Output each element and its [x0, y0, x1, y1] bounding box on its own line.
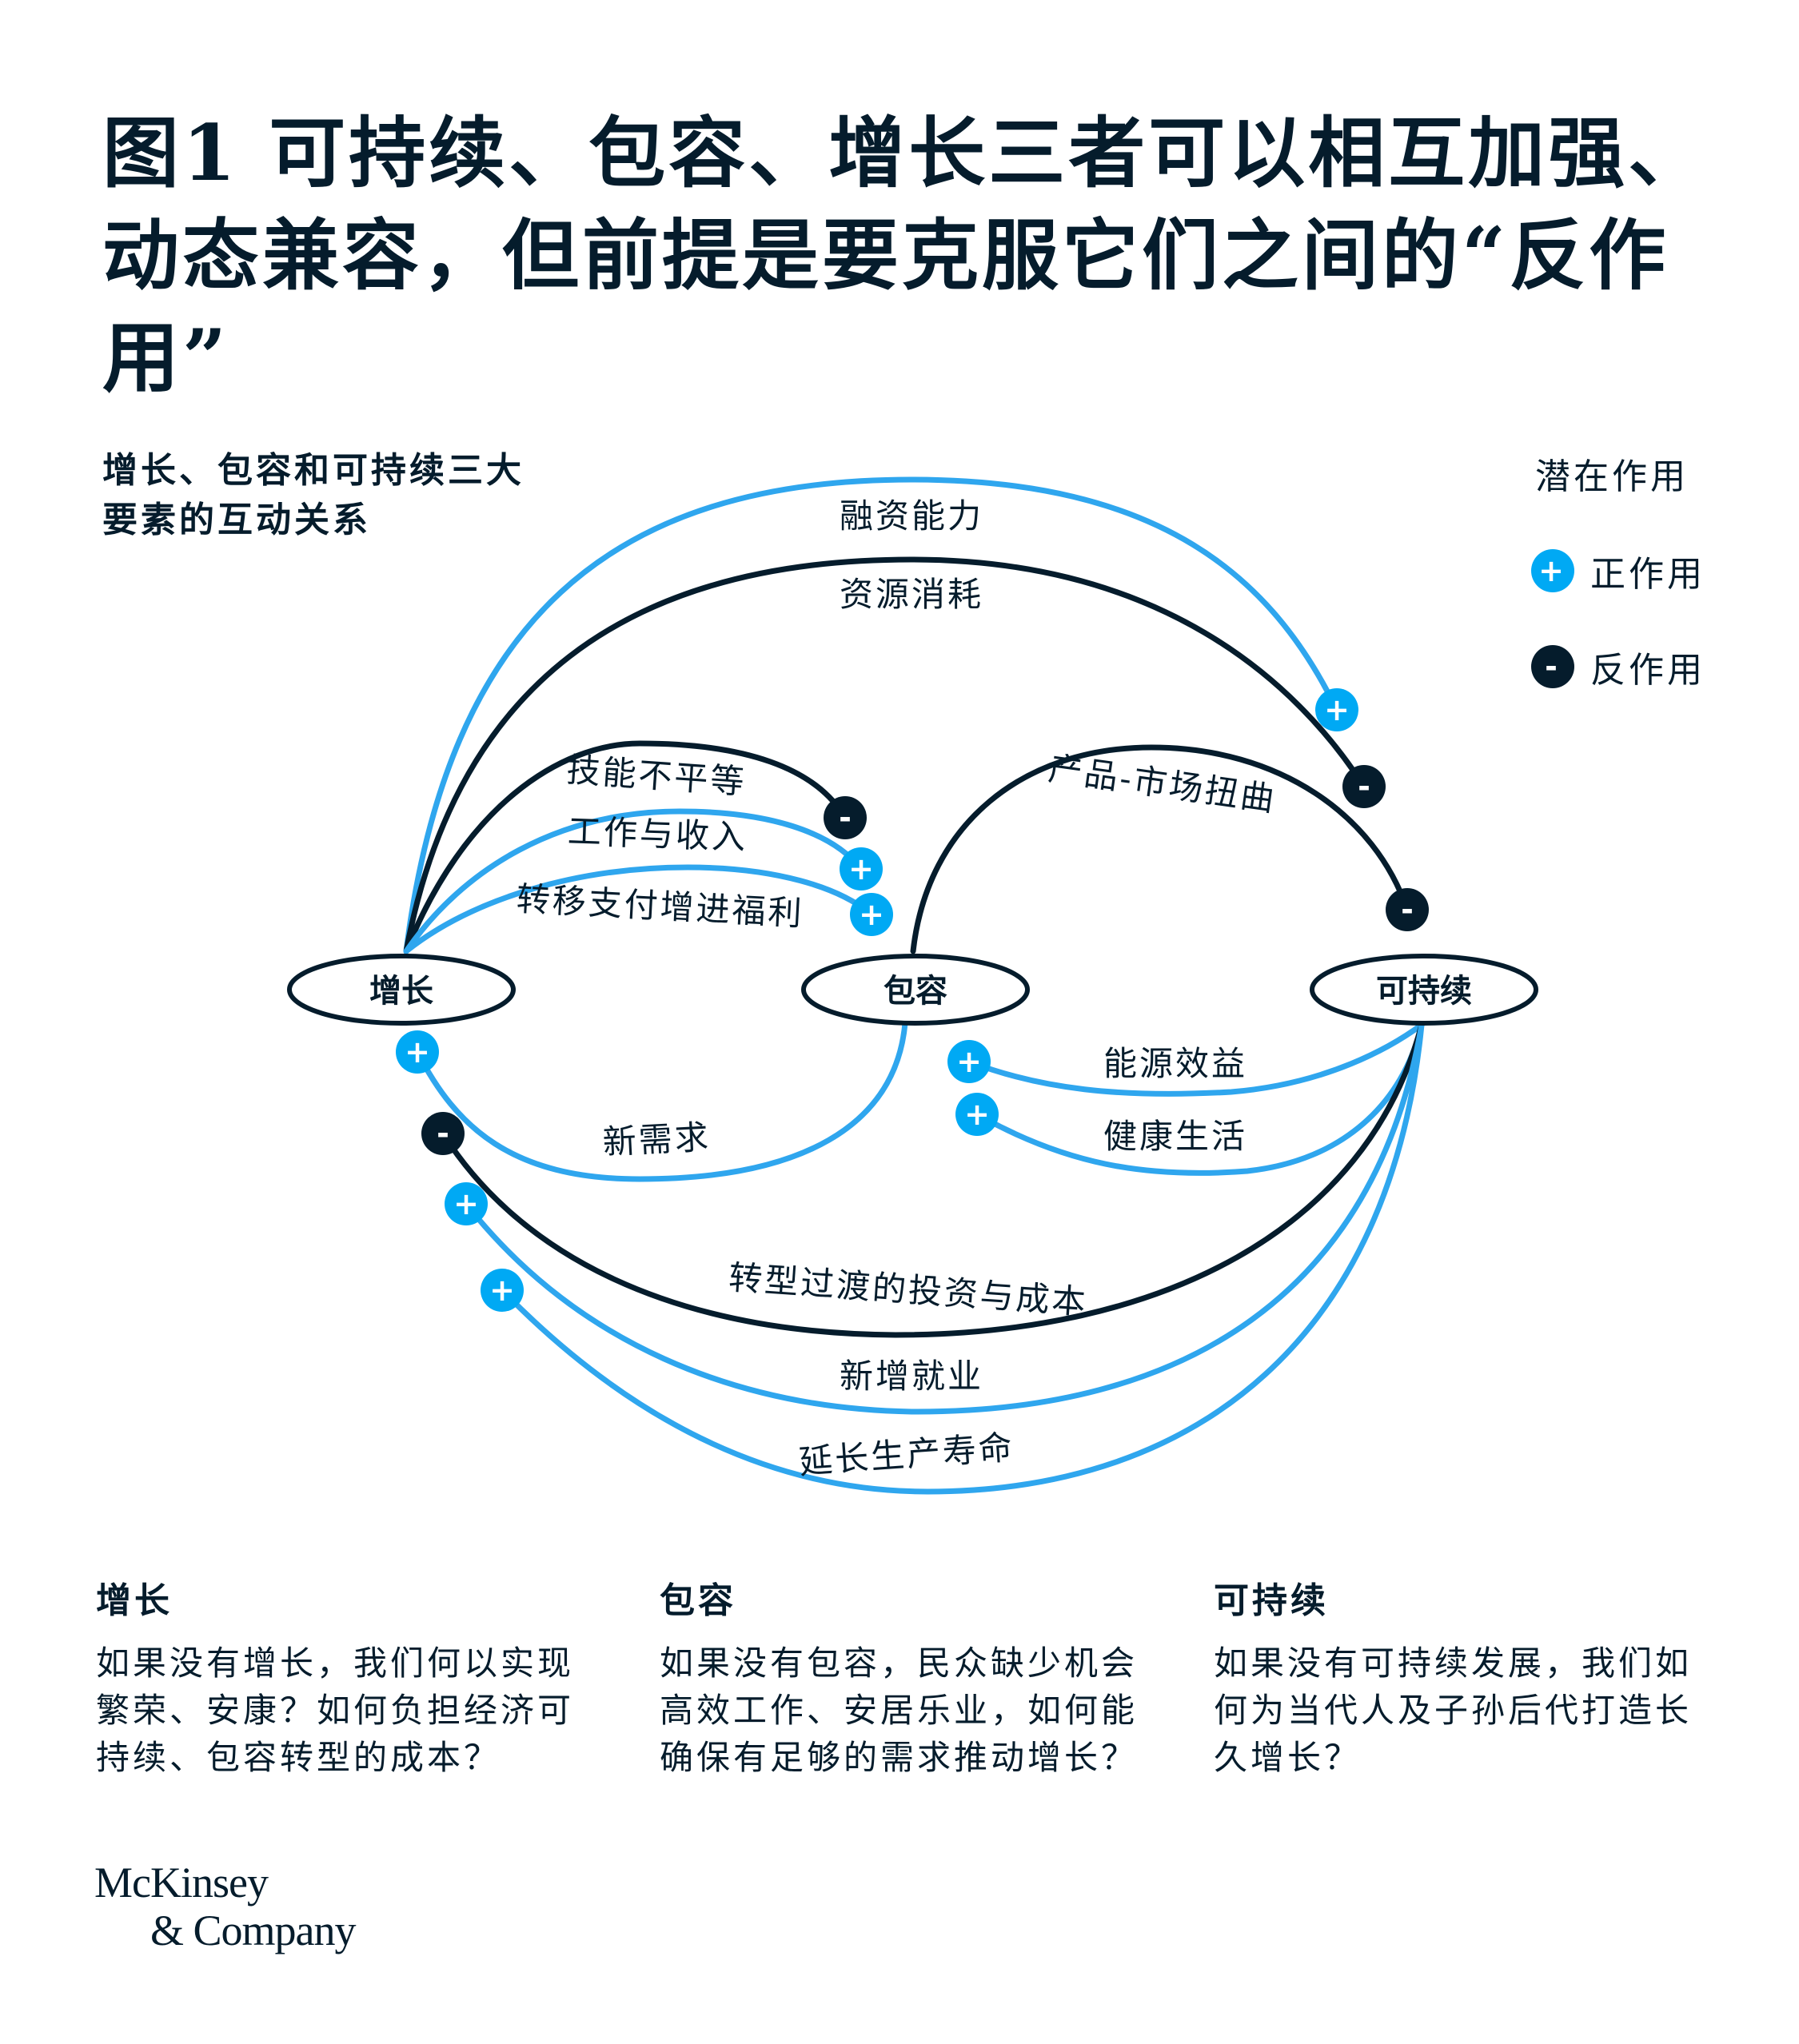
- node-inclusion: 包容: [801, 954, 1030, 1026]
- column-heading: 增长: [96, 1580, 173, 1621]
- figure-title: 图1 可持续、包容、增长三者可以相互加强、动态兼容，但前提是要克服它们之间的“反…: [102, 108, 1709, 403]
- node-inclusion-label: 包容: [884, 973, 947, 1010]
- plus-icon: +: [396, 1030, 439, 1074]
- legend-negative-label: 反作用: [1590, 650, 1705, 691]
- svg-text:+: +: [453, 1186, 479, 1221]
- svg-text:+: +: [405, 1034, 430, 1070]
- svg-text:+: +: [489, 1273, 515, 1308]
- svg-text:+: +: [859, 897, 884, 932]
- minus-icon: -: [1531, 645, 1574, 688]
- svg-text:+: +: [848, 851, 874, 887]
- column-heading: 可持续: [1214, 1580, 1329, 1621]
- column-growth: 增长 如果没有增长，我们何以实现繁荣、安康？如何负担经济可持续、包容转型的成本？: [96, 1579, 608, 1781]
- node-growth: 增长: [287, 954, 516, 1026]
- plus-icon: +: [445, 1182, 488, 1225]
- node-sustainability-label: 可持续: [1376, 973, 1472, 1010]
- column-sustainability: 可持续 如果没有可持续发展，我们如何为当代人及子孙后代打造长久增长？: [1214, 1579, 1693, 1781]
- diagram-subtitle: 增长、包容和可持续三大要素的互动关系: [102, 450, 525, 540]
- label-energy-benefit: 能源效益: [1103, 1044, 1247, 1083]
- logo-line-2: & Company: [150, 1907, 356, 1954]
- node-growth-label: 增长: [369, 973, 433, 1010]
- svg-text:-: -: [437, 1116, 449, 1151]
- arc-longer-life: [502, 1025, 1422, 1492]
- svg-text:-: -: [839, 800, 852, 835]
- legend-negative: - 反作用: [1531, 641, 1705, 692]
- minus-icon: -: [824, 796, 867, 839]
- label-work-income: 工作与收入: [567, 811, 748, 857]
- column-text: 如果没有可持续发展，我们如何为当代人及子孙后代打造长久增长？: [1214, 1644, 1693, 1777]
- label-skills-inequality: 技能不平等: [565, 750, 748, 802]
- plus-icon: +: [840, 847, 883, 891]
- plus-icon: +: [1531, 549, 1574, 592]
- label-healthy-living: 健康生活: [1103, 1117, 1247, 1156]
- label-resource-use: 资源消耗: [840, 575, 983, 614]
- svg-text:-: -: [1358, 769, 1370, 804]
- column-heading: 包容: [660, 1580, 736, 1621]
- svg-text:+: +: [964, 1097, 990, 1132]
- label-new-demand: 新需求: [602, 1118, 712, 1162]
- plus-icon: +: [1315, 688, 1358, 731]
- minus-icon: -: [1342, 765, 1386, 808]
- svg-text:+: +: [1324, 692, 1350, 727]
- legend-title: 潜在作用: [1535, 456, 1689, 497]
- label-new-jobs: 新增就业: [840, 1357, 983, 1396]
- column-text: 如果没有包容，民众缺少机会高效工作、安居乐业，如何能确保有足够的需求推动增长？: [660, 1644, 1139, 1777]
- node-sustainability: 可持续: [1310, 954, 1538, 1026]
- label-transfer-welfare: 转移支付增进福利: [516, 879, 805, 934]
- label-financing: 融资能力: [840, 496, 983, 536]
- minus-icon: -: [1386, 888, 1429, 931]
- plus-icon: +: [955, 1093, 999, 1136]
- logo-line-1: McKinsey: [94, 1859, 269, 1907]
- mckinsey-logo: McKinsey & Company: [94, 1859, 356, 1954]
- plus-icon: +: [947, 1040, 991, 1083]
- legend-positive: + 正作用: [1531, 545, 1705, 596]
- column-inclusion: 包容 如果没有包容，民众缺少机会高效工作、安居乐业，如何能确保有足够的需求推动增…: [660, 1579, 1139, 1781]
- plus-icon: +: [850, 893, 893, 936]
- label-longer-life: 延长生产寿命: [798, 1428, 1016, 1482]
- svg-text:-: -: [1401, 892, 1414, 927]
- svg-text:+: +: [956, 1044, 982, 1079]
- legend-positive-label: 正作用: [1590, 554, 1705, 595]
- label-transition-costs: 转型过渡的投资与成本: [728, 1257, 1089, 1321]
- plus-icon: +: [481, 1269, 524, 1312]
- minus-icon: -: [421, 1112, 465, 1155]
- column-text: 如果没有增长，我们何以实现繁荣、安康？如何负担经济可持续、包容转型的成本？: [96, 1644, 575, 1777]
